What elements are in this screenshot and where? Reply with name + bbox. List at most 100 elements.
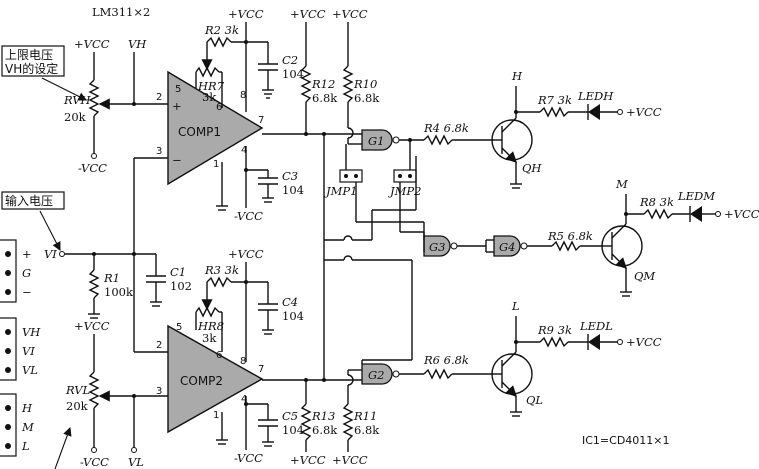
svg-text:-VCC: -VCC: [78, 161, 107, 175]
svg-text:+VCC: +VCC: [626, 335, 662, 349]
svg-text:1: 1: [213, 410, 219, 421]
qh-label: QH: [522, 161, 542, 175]
jmp2-label: JMP2: [388, 184, 421, 198]
svg-text:−: −: [172, 153, 182, 167]
c1-value: 102: [170, 279, 192, 293]
chip-count-label: LM311×2: [92, 5, 150, 19]
r5-label: R5 6.8k: [547, 229, 593, 243]
comp2-label: COMP2: [180, 374, 223, 388]
gate-g2: [361, 363, 393, 385]
led-l-label: LEDL: [579, 319, 613, 333]
led-m-label: LEDM: [677, 189, 716, 203]
connector-3: H M L: [0, 393, 35, 457]
conn1-plus: +: [22, 247, 32, 261]
gate-g4: [493, 235, 521, 257]
jmp1-label: JMP1: [324, 184, 357, 198]
r10-value: 6.8k: [354, 91, 380, 105]
rvl-pot: +VCC -VCC RVL 20k: [65, 319, 134, 469]
svg-text:+VCC: +VCC: [74, 37, 110, 51]
gate-g3: [423, 235, 451, 257]
comp2-amp: [167, 324, 264, 434]
svg-text:+VCC: +VCC: [332, 453, 368, 467]
svg-text:4: 4: [241, 394, 247, 405]
g2-label: G2: [368, 368, 385, 382]
svg-text:+VCC: +VCC: [290, 7, 326, 21]
connector-1: + G −: [0, 239, 32, 303]
r13-value: 6.8k: [312, 423, 338, 437]
svg-text:1: 1: [213, 159, 219, 170]
rvl-label: RVL: [65, 383, 90, 397]
svg-text:+VCC: +VCC: [332, 7, 368, 21]
r13-label: R13: [311, 409, 335, 423]
svg-text:-VCC: -VCC: [234, 209, 263, 223]
conn2-vh: VH: [22, 325, 41, 339]
conn1-minus: −: [22, 285, 32, 299]
m-label: M: [615, 177, 629, 191]
c2-value: 104: [282, 67, 304, 81]
note-vh-box: 上限电压 VH的设定: [1, 45, 87, 101]
note-vi-box: 输入电压: [1, 191, 65, 251]
rvh-value: 20k: [64, 110, 87, 124]
svg-text:8: 8: [240, 90, 246, 101]
svg-text:-VCC: -VCC: [234, 451, 263, 465]
qm-label: QM: [634, 269, 656, 283]
r9-label: R9 3k: [537, 323, 572, 337]
rvl-arrow: [54, 426, 72, 469]
h-label: H: [511, 69, 523, 83]
svg-text:3: 3: [156, 146, 162, 157]
svg-text:+VCC: +VCC: [228, 7, 264, 21]
vh-label: VH: [128, 37, 147, 51]
g3-label: G3: [429, 240, 446, 254]
svg-text:+: +: [172, 99, 182, 113]
svg-text:+VCC: +VCC: [724, 207, 759, 221]
hr7-label: HR7: [197, 79, 225, 93]
gate-g1: [361, 129, 393, 151]
svg-text:7: 7: [258, 115, 264, 126]
r1-label: R1: [103, 271, 120, 285]
svg-text:6: 6: [216, 350, 222, 361]
svg-text:4: 4: [241, 145, 247, 156]
r1-value: 100k: [104, 285, 134, 299]
c3-value: 104: [282, 183, 304, 197]
r12-label: R12: [311, 77, 335, 91]
c4-value: 104: [282, 309, 304, 323]
svg-text:7: 7: [258, 364, 264, 375]
hr8-value: 3k: [202, 331, 217, 345]
r3-label: R3 3k: [204, 263, 239, 277]
connector-2: VH VI VL: [0, 317, 41, 381]
r4-label: R4 6.8k: [423, 121, 469, 135]
conn1-g: G: [22, 266, 31, 280]
conn2-vi: VI: [22, 344, 35, 358]
c2-label: C2: [282, 53, 298, 67]
c1-label: C1: [170, 265, 186, 279]
rvl-value: 20k: [66, 399, 89, 413]
svg-text:3: 3: [156, 386, 162, 397]
vi-input-label: VI: [44, 247, 57, 261]
r7-label: R7 3k: [537, 93, 572, 107]
svg-text:+VCC: +VCC: [228, 247, 264, 261]
r11-value: 6.8k: [354, 423, 380, 437]
r12-value: 6.8k: [312, 91, 338, 105]
led-h-label: LEDH: [577, 89, 614, 103]
svg-text:2: 2: [156, 92, 162, 103]
r8-label: R8 3k: [639, 195, 674, 209]
svg-text:-VCC: -VCC: [80, 455, 109, 469]
comp1-amp: [167, 70, 264, 186]
conn3-l: L: [21, 439, 30, 453]
note-vh-line2: VH的设定: [5, 61, 58, 76]
svg-text:5: 5: [175, 84, 181, 95]
ic1-label: IC1=CD4011×1: [582, 434, 670, 447]
svg-text:+VCC: +VCC: [626, 105, 662, 119]
conn3-h: H: [21, 401, 33, 415]
comp1-label: COMP1: [178, 125, 221, 139]
svg-text:8: 8: [240, 356, 246, 367]
rvh-pot: +VCC -VCC RVH 20k: [63, 37, 134, 175]
c5-label: C5: [282, 409, 298, 423]
svg-text:+VCC: +VCC: [74, 319, 110, 333]
jmp1: [339, 169, 363, 183]
ql-label: QL: [526, 393, 543, 407]
r2-label: R2 3k: [204, 23, 239, 37]
c3-label: C3: [282, 169, 298, 183]
